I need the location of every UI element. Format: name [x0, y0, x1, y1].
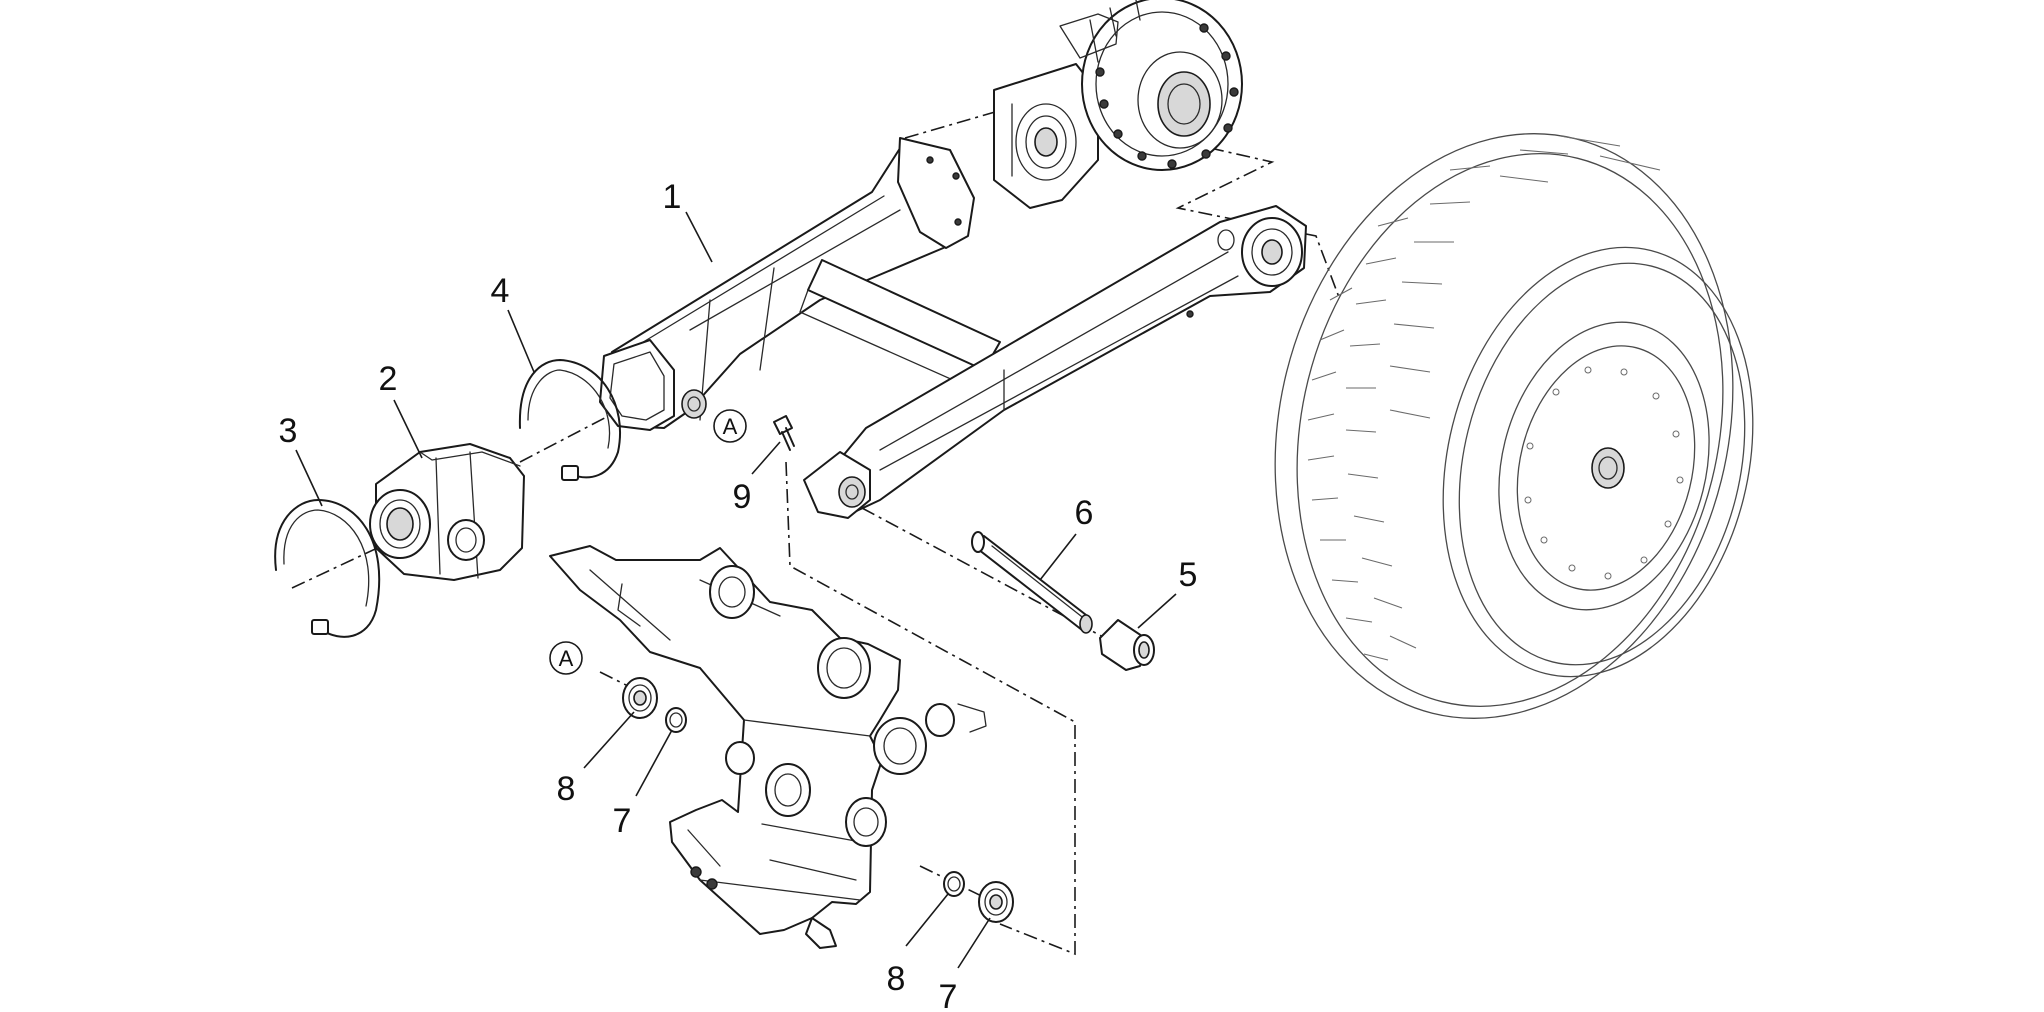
bearing-7-lower [978, 881, 1014, 923]
reference-mark-upper: A [713, 409, 747, 443]
brake-disc-holes [1524, 366, 1684, 580]
callout-labels: 1 2 3 4 5 6 9 8 7 8 7 [279, 178, 1198, 1012]
callout-2: 2 [379, 360, 398, 398]
rear-wheel [1274, 133, 1754, 719]
swingarm [599, 137, 1307, 519]
bearing-8-upper [622, 677, 658, 719]
frame-section [549, 545, 987, 949]
seal-7-upper [665, 707, 687, 733]
callout-8-lower: 8 [887, 960, 906, 998]
pivot-bushing-5 [1099, 619, 1155, 671]
callout-3: 3 [279, 412, 298, 450]
callout-7-lower: 7 [939, 978, 958, 1012]
callout-8-upper: 8 [557, 770, 576, 808]
tyre-tread [1307, 135, 1661, 661]
seal-8-lower [943, 871, 965, 897]
final-drive-housing [993, 0, 1243, 209]
dust-boot [369, 443, 525, 581]
reference-mark-label: A [723, 414, 738, 439]
screw-9 [773, 415, 795, 451]
callout-5: 5 [1179, 556, 1198, 594]
callout-1: 1 [663, 178, 682, 216]
pivot-pin-6 [971, 531, 1093, 634]
leader-lines [295, 211, 1177, 969]
hose-clamp-3 [274, 499, 381, 638]
callout-7-upper: 7 [613, 802, 632, 840]
reference-mark-label: A [559, 646, 574, 671]
callout-9: 9 [733, 478, 752, 516]
reference-mark-lower: A [549, 641, 583, 675]
callout-6: 6 [1075, 494, 1094, 532]
hose-clamp-4 [518, 359, 621, 481]
callout-4: 4 [491, 272, 510, 310]
